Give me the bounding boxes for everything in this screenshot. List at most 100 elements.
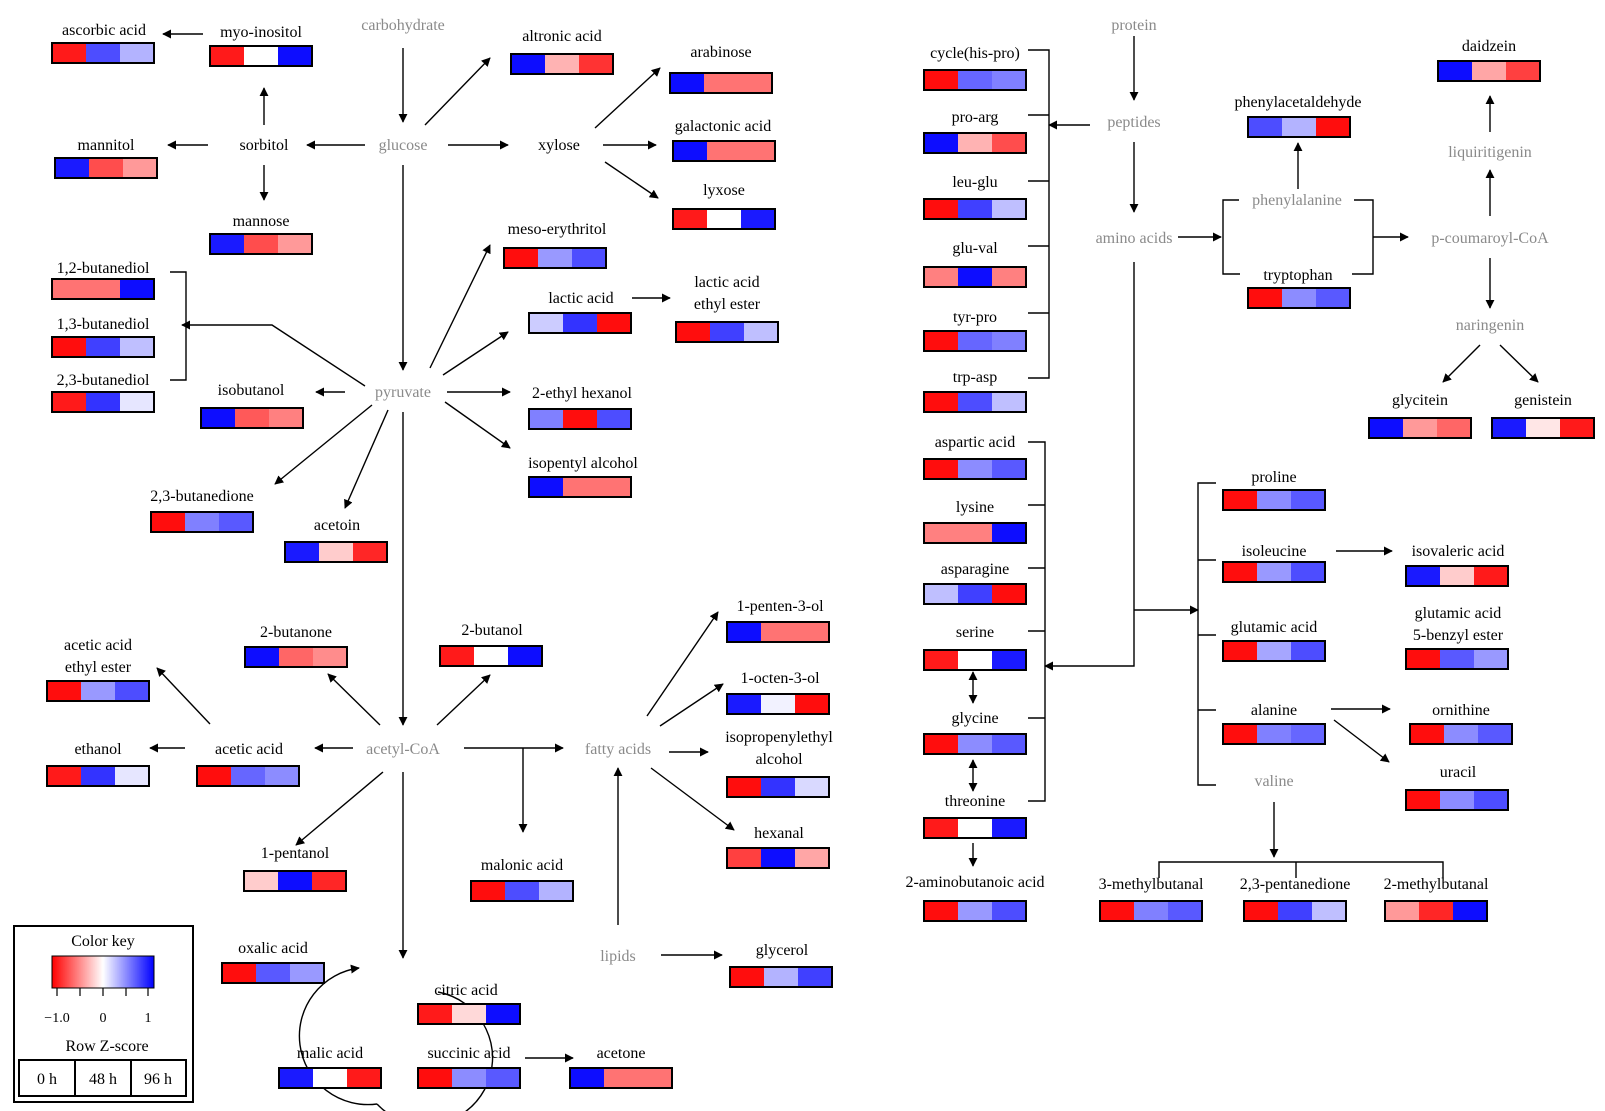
metabolite-asparagine: asparagine [923, 561, 1027, 605]
heat-strip-frame [726, 621, 830, 643]
heat-cell-0h [151, 512, 185, 532]
heat-cell-48h [1257, 724, 1291, 744]
heat-cell-0h [924, 901, 958, 921]
metabolite-label: cycle(his-pro) [930, 45, 1020, 62]
heat-cell-0h [727, 694, 761, 714]
heat-cell-0h [1369, 418, 1403, 438]
node-pyruvate: pyruvate [375, 384, 431, 401]
metabolite-label: meso-erythritol [508, 221, 607, 238]
metabolite-ethyl-hexanol-2: 2-ethyl hexanol [528, 385, 633, 430]
node-peptides: peptides [1107, 114, 1160, 131]
metabolite-proline: proline [1222, 469, 1326, 511]
heat-strip-frame [923, 132, 1027, 154]
heat-cell-96h [313, 647, 347, 667]
heat-cell-96h [353, 542, 387, 562]
legend-scale-label: Row Z-score [65, 1038, 148, 1055]
metabolite-pentanol-1: 1-pentanol [243, 845, 347, 892]
heat-cell-48h [1403, 418, 1437, 438]
metabolite-uracil: uracil [1405, 764, 1509, 811]
metabolite-label: 2-aminobutanoic acid [905, 874, 1044, 891]
heat-cell-96h [1291, 562, 1325, 582]
metabolite-tyr-pro: tyr-pro [923, 309, 1027, 352]
metabolite-label: 1-octen-3-ol [740, 670, 820, 687]
metabolite-tryptophan: tryptophan [1247, 267, 1351, 309]
node-fatty-acids: fatty acids [585, 741, 651, 758]
metabolite-label: tryptophan [1263, 267, 1332, 284]
metabolite-lyxose: lyxose [672, 182, 776, 230]
heat-cell-0h [210, 234, 244, 254]
metabolite-label: galactonic acid [675, 118, 771, 135]
heat-strip-frame [503, 247, 607, 269]
metabolite-label: 2,3-pentanedione [1240, 876, 1351, 893]
heat-cell-0h [1406, 566, 1440, 586]
heat-cell-0h [471, 881, 505, 901]
heat-cell-0h [924, 523, 958, 543]
heat-cell-96h [992, 584, 1026, 604]
heat-cell-48h [278, 871, 312, 891]
metabolite-methylbutanal-3: 3-methylbutanal [1099, 876, 1204, 922]
legend-gradient [51, 955, 155, 989]
heat-cell-96h [738, 73, 772, 93]
heat-cell-0h [529, 477, 563, 497]
heat-cell-96h [992, 331, 1026, 351]
legend-frame [13, 925, 194, 1103]
heat-cell-96h [572, 248, 606, 268]
heat-strip-frame [923, 583, 1027, 605]
metabolite-label: glutamic acid [1415, 605, 1502, 622]
heat-strip-frame [200, 407, 304, 429]
heat-cell-0h [285, 542, 319, 562]
node-carbohydrate: carbohydrate [361, 17, 445, 34]
metabolite-acetic-acid-hm [196, 765, 300, 787]
heat-cell-0h [1492, 418, 1526, 438]
heat-strip-frame [209, 45, 313, 67]
heat-cell-0h [1244, 901, 1278, 921]
heat-cell-96h [219, 512, 253, 532]
heat-cell-48h [1257, 641, 1291, 661]
heat-cell-0h [245, 647, 279, 667]
heat-cell-0h [727, 848, 761, 868]
metabolite-label: 1-pentanol [261, 845, 330, 862]
heat-cell-0h [924, 459, 958, 479]
metabolite-malonic-acid: malonic acid [470, 857, 574, 902]
heat-cell-48h [761, 848, 795, 868]
node-sorbitol: sorbitol [240, 137, 289, 154]
heat-strip-frame [51, 278, 155, 300]
metabolite-label: 3-methylbutanal [1099, 876, 1204, 893]
metabolite-label: 2,3-butanedione [150, 488, 254, 505]
heat-cell-48h [313, 1068, 347, 1088]
heat-cell-0h [1223, 641, 1257, 661]
metabolite-phenylacetaldehyde: phenylacetaldehyde [1234, 94, 1362, 138]
heat-cell-48h [1419, 901, 1453, 921]
heat-cell-48h [704, 73, 738, 93]
metabolite-serine: serine [923, 624, 1027, 671]
heat-cell-0h [924, 199, 958, 219]
heat-cell-96h [347, 1068, 381, 1088]
heat-cell-48h [958, 901, 992, 921]
heat-cell-48h [505, 881, 539, 901]
heat-cell-0h [924, 133, 958, 153]
heat-strip-frame [150, 511, 254, 533]
heat-strip-frame [729, 966, 833, 988]
node-amino-acids: amino acids [1096, 230, 1173, 247]
heat-strip-frame [528, 476, 632, 498]
metabolite-glu-val: glu-val [923, 240, 1027, 288]
time-point-96h: 96 h [144, 1071, 172, 1088]
metabolite-label: trp-asp [953, 369, 997, 386]
metabolite-threonine: threonine [923, 793, 1027, 839]
metabolite-butanediol-13: 1,3-butanediol [51, 316, 155, 358]
heat-cell-48h [1440, 566, 1474, 586]
heat-cell-48h [761, 694, 795, 714]
heat-cell-96h [1474, 649, 1508, 669]
metabolite-label: succinic acid [427, 1045, 510, 1062]
heat-cell-48h [958, 650, 992, 670]
heat-cell-48h [244, 234, 278, 254]
metabolite-label: glycerol [756, 942, 809, 959]
metabolite-label: isopentyl alcohol [528, 455, 638, 472]
heat-strip-frame [923, 522, 1027, 544]
metabolite-citric-acid: citric acid [417, 982, 521, 1025]
heat-cell-48h [1526, 418, 1560, 438]
metabolite-trp-asp: trp-asp [923, 369, 1027, 413]
heat-cell-96h [795, 622, 829, 642]
